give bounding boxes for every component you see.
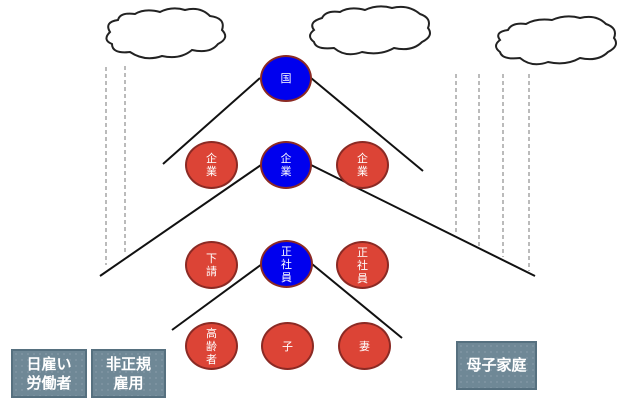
node-seishain-center: 正社員 xyxy=(260,240,313,288)
node-ko: 子 xyxy=(261,322,314,370)
node-shitauke: 下請 xyxy=(185,241,238,289)
node-label: 子 xyxy=(282,339,293,353)
node-label: 高齢者 xyxy=(206,326,217,366)
box-boshi: 母子家庭 xyxy=(456,341,537,390)
box-label: 母子家庭 xyxy=(466,356,527,374)
node-tsuma: 妻 xyxy=(338,322,391,370)
node-label: 正社員 xyxy=(281,244,292,284)
node-seishain-right: 正社員 xyxy=(336,241,389,289)
node-kigyo-center: 企業 xyxy=(260,141,312,189)
node-label: 正社員 xyxy=(357,245,368,285)
node-kigyo-right: 企業 xyxy=(336,141,389,189)
rain-lines xyxy=(105,66,530,271)
node-label: 下請 xyxy=(206,252,217,278)
node-kuni: 国 xyxy=(260,55,312,102)
node-label: 企業 xyxy=(280,152,292,178)
node-label: 企業 xyxy=(206,152,217,178)
node-kigyo-left: 企業 xyxy=(185,141,238,189)
cloud-right xyxy=(495,15,617,66)
box-label: 日雇い労働者 xyxy=(26,354,72,392)
cloud-left xyxy=(105,7,227,60)
box-label: 非正規雇用 xyxy=(105,354,151,392)
box-hiseiki: 非正規雇用 xyxy=(91,349,166,398)
box-hiyatoi: 日雇い労働者 xyxy=(11,349,87,398)
hierarchy-lines xyxy=(99,77,536,339)
cloud-middle xyxy=(309,5,431,56)
node-koreisha: 高齢者 xyxy=(185,322,238,370)
node-label: 国 xyxy=(280,72,292,85)
node-label: 妻 xyxy=(359,339,370,353)
node-label: 企業 xyxy=(357,152,368,178)
